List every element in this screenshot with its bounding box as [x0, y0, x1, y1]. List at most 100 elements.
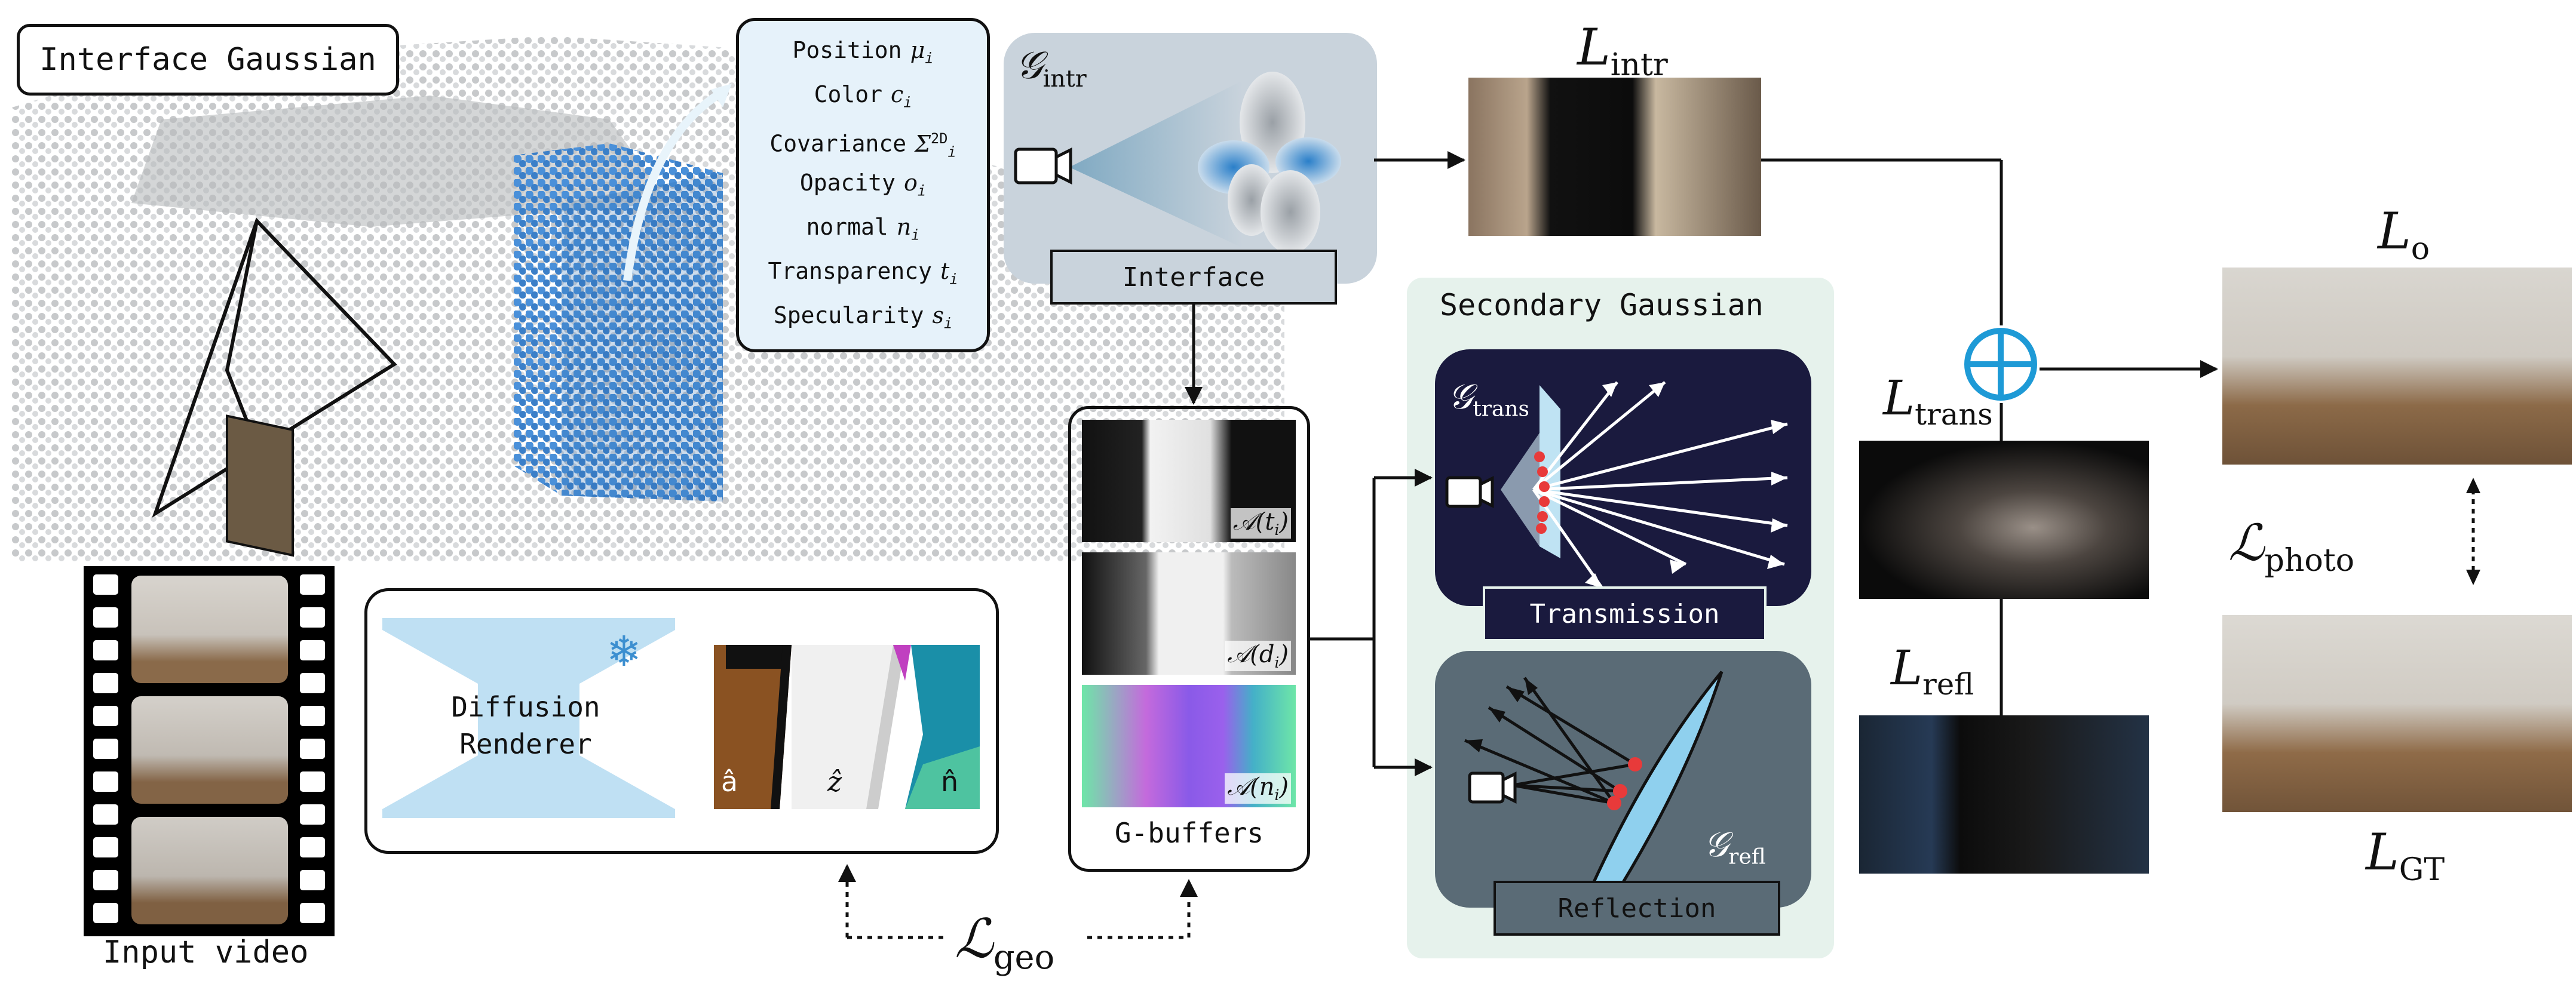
l-gt-label: LGT [2366, 823, 2445, 888]
gbuffer-tile-label: 𝒜(ni) [1225, 773, 1291, 804]
reflection-illustration [1464, 671, 1724, 904]
secondary-gaussian-title: Secondary Gaussian [1440, 288, 1764, 322]
film-hole [93, 706, 118, 726]
attribute-superscript: 2D [931, 130, 948, 147]
paren: ) [1279, 641, 1289, 668]
depth-label: ẑ [827, 766, 842, 798]
paren: ( [1255, 508, 1265, 536]
g-trans-symbol: 𝒢trans [1448, 376, 1529, 422]
gbuffer-symbol: 𝒜 [1227, 641, 1250, 668]
gbuffer-sub: i [1274, 654, 1280, 671]
attribute-name: Covariance [769, 130, 907, 157]
l-photo-label: ℒphoto [2228, 514, 2355, 579]
film-hole [93, 870, 118, 890]
attribute-name: Position [792, 37, 902, 63]
attribute-symbol: o [904, 170, 918, 196]
attribute-symbol: c [890, 81, 904, 107]
photo-loss-arrow [2466, 478, 2480, 585]
film-hole [93, 574, 118, 595]
film-hole [300, 903, 325, 923]
attribute-symbol: t [940, 258, 950, 284]
attribute-symbol: Σ [915, 130, 931, 157]
film-hole [300, 870, 325, 890]
gbuffers-card: 𝒜(ti)𝒜(di)𝒜(ni) G-buffers [1068, 406, 1310, 872]
l-trans-image [1859, 441, 2149, 599]
attribute-name: Color [814, 81, 882, 107]
gbuffer-tile: 𝒜(ti) [1082, 420, 1296, 542]
gbuffer-symbol: 𝒜 [1227, 773, 1250, 801]
film-hole [93, 739, 118, 759]
l-o-label: Lo [2378, 202, 2430, 267]
attribute-subscript: i [947, 143, 956, 161]
gbuffer-tile: 𝒜(di) [1082, 552, 1296, 675]
l-trans-label: Ltrans [1883, 370, 1993, 432]
gbuffer-tile-label: 𝒜(di) [1225, 641, 1291, 671]
g-refl-symbol: 𝒢refl [1704, 824, 1766, 869]
g-intr-symbol: 𝒢intr [1016, 44, 1087, 93]
film-hole [93, 640, 118, 660]
film-hole [93, 771, 118, 792]
attribute-subscript: i [917, 182, 927, 199]
l-o-image [2222, 268, 2572, 465]
film-hole [93, 903, 118, 923]
gbuffer-tile-label: 𝒜(ti) [1230, 508, 1291, 539]
attribute-name: Specularity [773, 302, 924, 328]
interface-render-illustration [1014, 72, 1341, 254]
gbuffers-label: G-buffers [1114, 817, 1264, 849]
attribute-subscript: i [949, 270, 958, 288]
interface-label: Interface [1050, 250, 1337, 305]
attribute-symbol: s [932, 302, 944, 328]
video-frame-1 [131, 576, 288, 683]
snowflake-icon: ❄ [606, 627, 642, 676]
attribute-row: Position μi [739, 28, 987, 72]
film-hole [300, 706, 325, 726]
film-hole [300, 771, 325, 792]
attribute-name: Transparency [768, 258, 933, 284]
film-hole [300, 673, 325, 693]
gbuffer-sub: i [1274, 786, 1280, 804]
film-hole [93, 673, 118, 693]
video-frame-3 [131, 817, 288, 924]
paren: ) [1279, 773, 1289, 801]
attribute-name: Opacity [799, 170, 896, 196]
albedo-label: â [721, 766, 738, 798]
gbuffer-arg: n [1259, 773, 1275, 801]
film-hole [93, 607, 118, 628]
l-refl-image [1859, 715, 2149, 874]
video-frame-2 [131, 696, 288, 804]
sum-operator-icon [1964, 328, 2037, 401]
transmission-label: Transmission [1483, 586, 1767, 641]
paren: ( [1250, 773, 1259, 801]
paren: ) [1279, 508, 1289, 536]
attribute-row: Transparency ti [739, 249, 987, 293]
film-hole [300, 607, 325, 628]
attribute-row: Specularity si [739, 293, 987, 337]
attribute-subscript: i [925, 50, 934, 67]
camera-icon [1014, 147, 1072, 185]
diffusion-renderer-card: ❄ Diffusion Renderer â ẑ n̂ [364, 588, 999, 854]
gbuffer-arg: t [1265, 508, 1275, 536]
film-hole [93, 837, 118, 857]
input-video-filmstrip [84, 566, 335, 936]
reflection-label: Reflection [1494, 881, 1780, 936]
attribute-symbol: μ [910, 37, 925, 63]
gbuffer-tile: 𝒜(ni) [1082, 685, 1296, 807]
film-hole [300, 739, 325, 759]
film-hole [300, 640, 325, 660]
gbuffer-symbol: 𝒜 [1232, 508, 1256, 536]
l-intr-label: Lintr [1577, 18, 1668, 83]
attribute-subscript: i [944, 315, 953, 332]
gbuffer-sub: i [1274, 521, 1280, 539]
l-refl-label: Lrefl [1891, 640, 1974, 702]
attribute-symbol: n [896, 214, 912, 240]
film-hole [300, 574, 325, 595]
diffusion-renderer-label: Diffusion Renderer [451, 691, 600, 760]
film-hole [300, 837, 325, 857]
g-intr-panel: 𝒢intr [1004, 33, 1377, 284]
camera-icon [1445, 475, 1494, 509]
film-hole [300, 804, 325, 825]
